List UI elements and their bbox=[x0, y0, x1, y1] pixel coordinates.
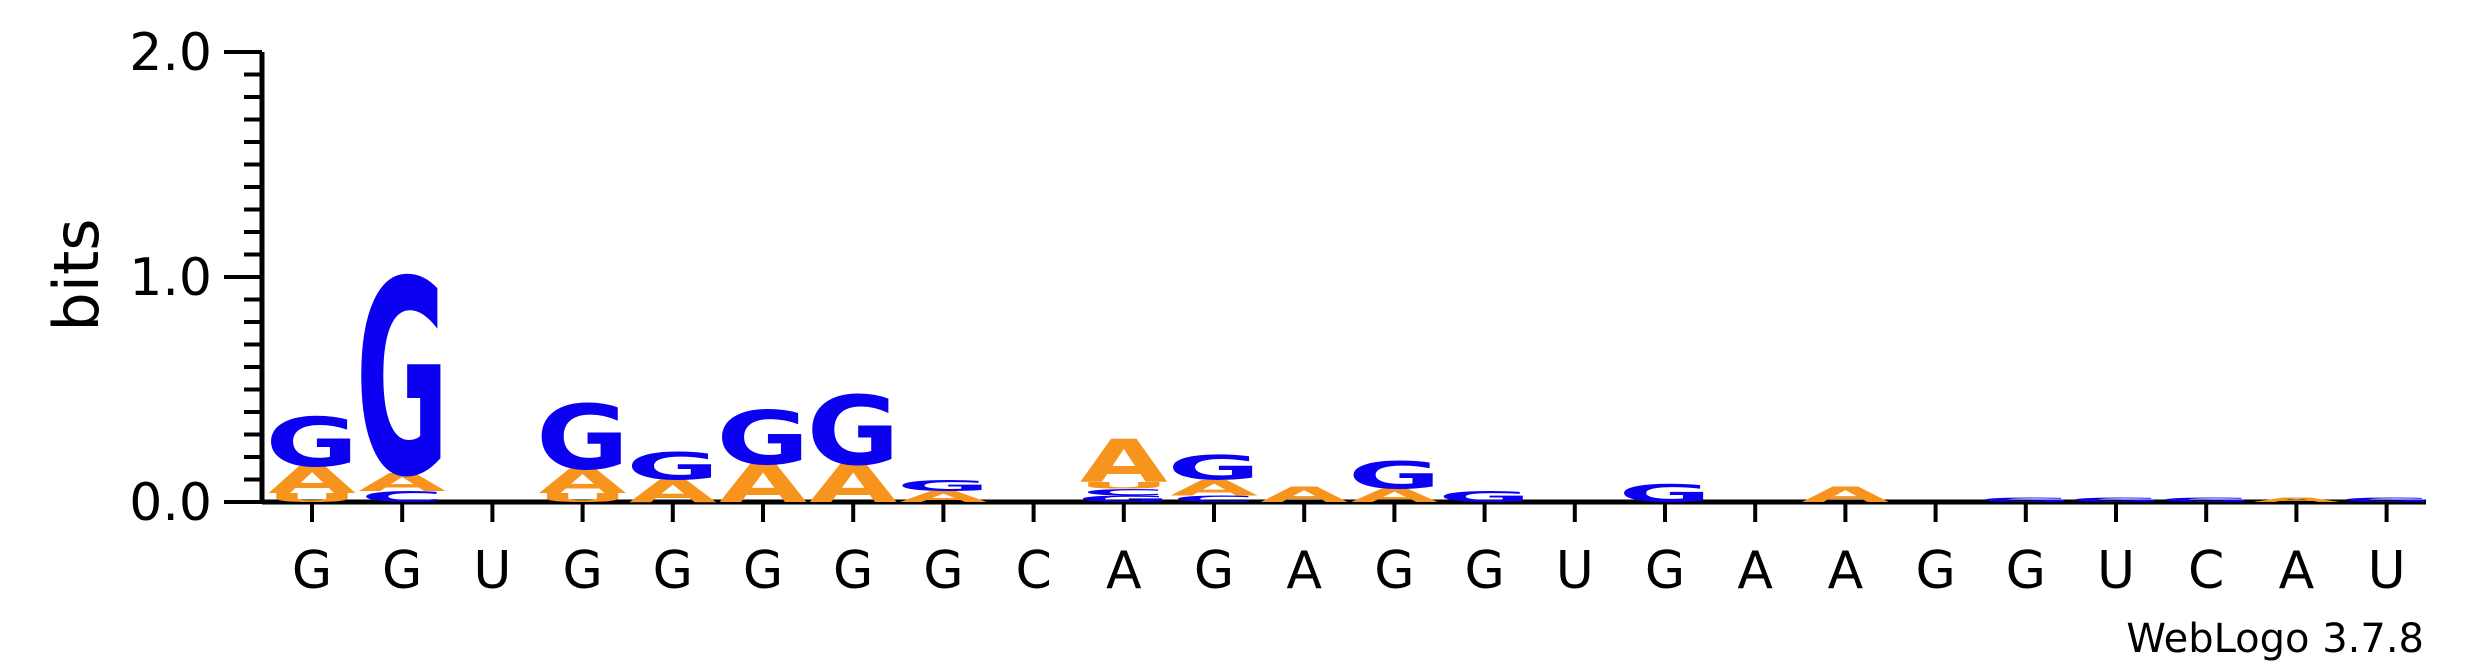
logo-letter-g: G bbox=[2160, 496, 2253, 503]
logo-letter-a: A bbox=[2252, 496, 2340, 503]
x-tick-label: A bbox=[1737, 541, 1773, 601]
logo-letter-g: G bbox=[536, 386, 629, 490]
x-tick-label: G bbox=[833, 541, 873, 601]
logo-letter-u: U bbox=[537, 491, 629, 505]
x-ticks bbox=[310, 502, 2389, 522]
logo-letter-c: C bbox=[1172, 493, 1255, 504]
logo-letter-g: G bbox=[807, 375, 900, 486]
x-tick-label: G bbox=[1915, 541, 1955, 601]
logo-letter-g: G bbox=[265, 404, 358, 483]
logo-letter-g: G bbox=[1348, 454, 1441, 497]
y-axis-label: bits bbox=[40, 218, 113, 331]
logo-letter-g: G bbox=[626, 445, 719, 488]
x-tick-label: G bbox=[562, 541, 602, 601]
logo-letter-g: G bbox=[1438, 488, 1531, 506]
logo-letter-g: G bbox=[1077, 493, 1170, 504]
y-tick-label: 1.0 bbox=[129, 248, 212, 308]
x-tick-label: A bbox=[1828, 541, 1864, 601]
x-tick-label: G bbox=[653, 541, 693, 601]
x-tick-label: G bbox=[743, 541, 783, 601]
x-tick-label: G bbox=[923, 541, 963, 601]
logo-letter-g: G bbox=[2069, 496, 2162, 503]
logo-letter-a: A bbox=[1260, 482, 1348, 507]
logo-letter-g: G bbox=[356, 224, 449, 537]
logo-letter-g: G bbox=[1618, 479, 1711, 508]
x-tick-label: G bbox=[382, 541, 422, 601]
x-tick-label: A bbox=[1286, 541, 1322, 601]
y-axis: 0.0 1.0 2.0 bbox=[129, 23, 265, 533]
x-tick-label: A bbox=[1106, 541, 1142, 601]
x-tick-label: G bbox=[1464, 541, 1504, 601]
x-tick-label: C bbox=[1015, 541, 1051, 601]
x-tick-label: G bbox=[1645, 541, 1685, 601]
logo-letter-a: A bbox=[1801, 482, 1889, 507]
x-tick-label: G bbox=[1374, 541, 1414, 601]
logo-letter-g: G bbox=[1167, 448, 1260, 488]
logo-letter-a: A bbox=[719, 453, 807, 514]
logo-letter-a: A bbox=[1170, 475, 1258, 500]
logo-letter-g: G bbox=[1979, 496, 2072, 503]
y-tick-label: 2.0 bbox=[129, 23, 212, 83]
logo-letter-g: G bbox=[2340, 496, 2433, 503]
logo-letter-a: A bbox=[809, 453, 897, 514]
x-tick-label: U bbox=[2097, 541, 2135, 601]
logo-letter-a: A bbox=[1350, 485, 1438, 506]
logo-letter-a: A bbox=[1080, 428, 1168, 496]
x-tick-label: G bbox=[2006, 541, 2046, 601]
logo-letter-u: U bbox=[266, 491, 358, 505]
logo-letter-a: A bbox=[358, 468, 446, 497]
logo-letter-g: G bbox=[716, 395, 809, 481]
logo-letter-a: A bbox=[539, 461, 627, 501]
logo-letter-a: A bbox=[899, 488, 987, 506]
x-tick-label: G bbox=[292, 541, 332, 601]
logo-letter-c: C bbox=[1082, 487, 1165, 498]
x-tick-label: G bbox=[1194, 541, 1234, 601]
x-tick-label: U bbox=[1556, 541, 1594, 601]
logo-letter-c: C bbox=[361, 488, 444, 506]
logo-letter-g: G bbox=[897, 477, 990, 495]
y-tick-label: 0.0 bbox=[129, 473, 212, 533]
x-tick-label: U bbox=[473, 541, 511, 601]
logo-letter-a: A bbox=[268, 459, 356, 502]
logo-letter-a: A bbox=[629, 473, 717, 509]
logo-letter-u: U bbox=[1078, 480, 1170, 491]
y-ticks: 0.0 1.0 2.0 bbox=[129, 23, 262, 533]
x-tick-label: U bbox=[2368, 541, 2406, 601]
x-tick-label: C bbox=[2188, 541, 2224, 601]
weblogo-credit: WebLogo 3.7.8 bbox=[2126, 616, 2424, 662]
x-tick-label: A bbox=[2279, 541, 2315, 601]
